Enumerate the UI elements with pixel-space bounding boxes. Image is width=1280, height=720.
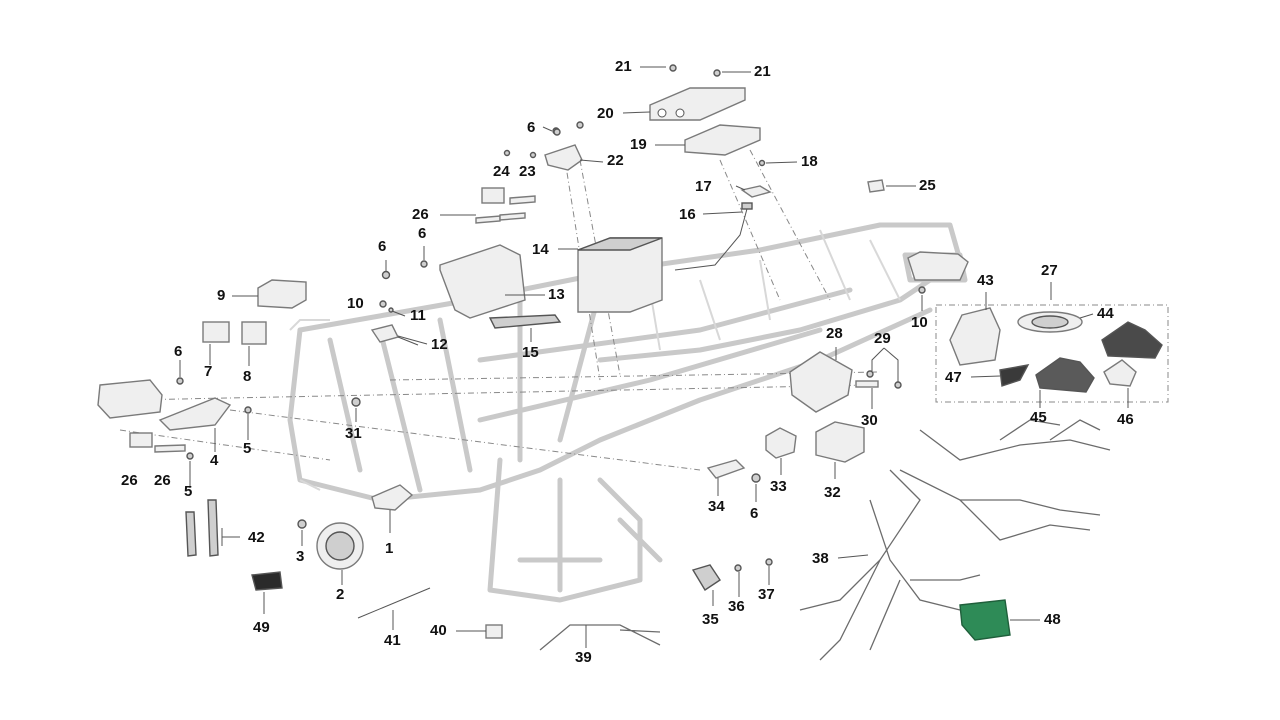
- callout-28: 28: [826, 325, 843, 342]
- callout-15: 15: [522, 344, 539, 361]
- callout-49: 49: [253, 619, 270, 636]
- callout-1: 1: [385, 540, 394, 557]
- callout-45: 45: [1030, 409, 1047, 426]
- callout-33: 33: [770, 478, 787, 495]
- callout-47: 47: [945, 369, 962, 386]
- callout-12: 12: [431, 336, 448, 353]
- callout-43: 43: [977, 272, 994, 289]
- callout-2: 2: [336, 586, 345, 603]
- callout-26c: 26: [154, 472, 171, 489]
- callout-18: 18: [801, 153, 818, 170]
- callout-29: 29: [874, 330, 891, 347]
- callout-41: 41: [384, 632, 401, 649]
- sub-assembly-box: [935, 304, 1169, 403]
- callout-5a: 5: [243, 440, 252, 457]
- callout-34: 34: [708, 498, 725, 515]
- callout-6e: 6: [750, 505, 759, 522]
- callout-25: 25: [919, 177, 936, 194]
- callout-10b: 10: [911, 314, 928, 331]
- callout-36: 36: [728, 598, 745, 615]
- callout-44: 44: [1097, 305, 1114, 322]
- callout-6c: 6: [418, 225, 427, 242]
- callout-4: 4: [210, 452, 219, 469]
- callout-22: 22: [607, 152, 624, 169]
- callout-21a: 21: [615, 58, 632, 75]
- callout-26a: 26: [412, 206, 429, 223]
- leader-lines: [179, 66, 1129, 648]
- callout-26b: 26: [121, 472, 138, 489]
- callout-13: 13: [548, 286, 565, 303]
- callout-23: 23: [519, 163, 536, 180]
- callout-19: 19: [630, 136, 647, 153]
- callout-11: 11: [410, 307, 426, 324]
- callout-27: 27: [1041, 262, 1058, 279]
- ecu-module-48: [959, 599, 1011, 641]
- callout-31: 31: [345, 425, 362, 442]
- callout-39: 39: [575, 649, 592, 666]
- callout-6a: 6: [174, 343, 183, 360]
- callout-20: 20: [597, 105, 614, 122]
- callout-40: 40: [430, 622, 447, 639]
- callout-35: 35: [702, 611, 719, 628]
- callout-17: 17: [695, 178, 712, 195]
- callout-8: 8: [243, 368, 252, 385]
- callout-48: 48: [1044, 611, 1061, 628]
- callout-10a: 10: [347, 295, 364, 312]
- callout-6b: 6: [378, 238, 387, 255]
- callout-5b: 5: [184, 483, 193, 500]
- callout-42: 42: [248, 529, 265, 546]
- callout-32: 32: [824, 484, 841, 501]
- callout-21b: 21: [754, 63, 771, 80]
- parts: [97, 64, 1163, 661]
- callout-38: 38: [812, 550, 829, 567]
- callout-14: 14: [532, 241, 549, 258]
- callout-9: 9: [217, 287, 226, 304]
- callout-46: 46: [1117, 411, 1134, 428]
- callout-30: 30: [861, 412, 878, 429]
- callout-3: 3: [296, 548, 305, 565]
- callout-16: 16: [679, 206, 696, 223]
- callout-6d: 6: [527, 119, 536, 136]
- callout-7: 7: [204, 363, 213, 380]
- callout-24: 24: [493, 163, 510, 180]
- callout-37: 37: [758, 586, 775, 603]
